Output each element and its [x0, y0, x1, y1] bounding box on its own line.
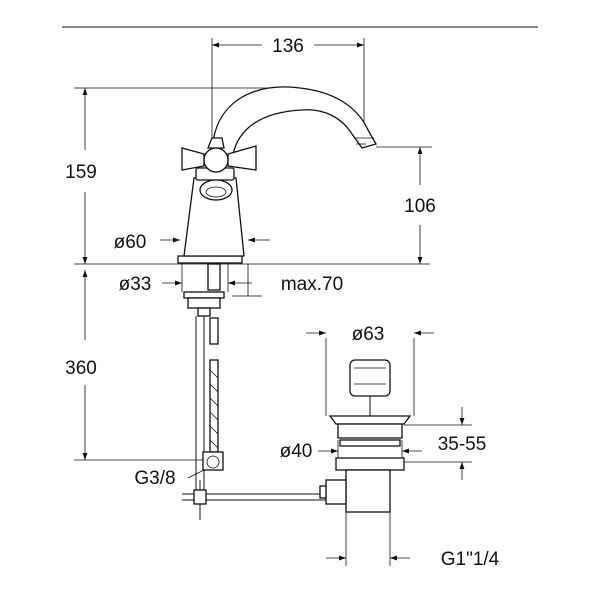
dim-hose-length-label: 360: [65, 358, 97, 379]
flexible-hoses: [195, 316, 224, 492]
dim-total-height-label: 159: [65, 162, 97, 183]
pop-up-waste: [319, 359, 412, 513]
mixer-body: [177, 167, 245, 264]
dim-shank-diameter-label: ø33: [119, 274, 152, 295]
dim-drain-hole-diameter-label: ø40: [280, 441, 313, 462]
dim-deck-thickness: max.70: [232, 264, 343, 297]
mounting-shank: [183, 263, 225, 317]
dim-hose-connection-label: G3/8: [134, 468, 175, 489]
dim-spout-reach: 136: [211, 36, 365, 140]
dim-drain-range: 35-55: [404, 407, 486, 480]
dim-drain-range-label: 35-55: [438, 434, 487, 455]
dim-waste-connection-label: G1"1/4: [441, 549, 500, 570]
dim-spout-height: 106: [376, 146, 436, 264]
dim-drain-hole-diameter: ø40: [280, 440, 422, 462]
dim-drain-head-diameter-label: ø63: [352, 324, 385, 345]
dim-total-height: 159: [65, 87, 430, 265]
dim-hose-length: 360: [65, 270, 208, 461]
dim-waste-connection: G1"1/4: [326, 512, 500, 570]
dim-shank-diameter: ø33: [119, 262, 252, 295]
dim-spout-height-label: 106: [404, 196, 436, 217]
spout: [211, 86, 377, 161]
drain-rod: [182, 480, 330, 520]
dim-drain-head-diameter: ø63: [306, 324, 434, 416]
dim-base-diameter-label: ø60: [114, 232, 147, 253]
dim-base-diameter: ø60: [114, 232, 270, 253]
dim-hose-connection: G3/8: [134, 468, 205, 489]
cross-handle: [181, 137, 257, 201]
dim-deck-thickness-label: max.70: [281, 274, 343, 295]
dim-spout-reach-label: 136: [272, 36, 304, 57]
